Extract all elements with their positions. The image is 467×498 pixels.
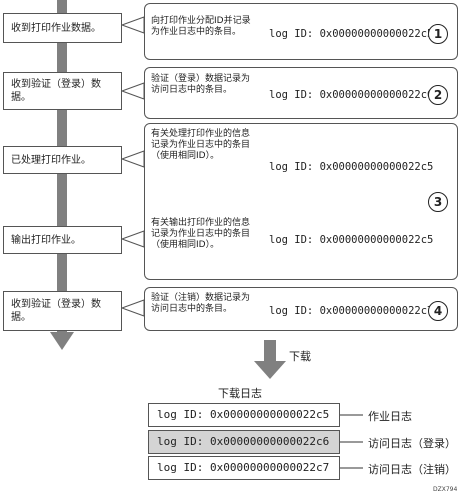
download-arrow-head <box>254 361 286 379</box>
callout-pointer-2 <box>120 82 145 100</box>
log-row-2-label: 访问日志（登录） <box>368 437 456 450</box>
callout-4: 验证（注销）数据记录为访问日志中的条目。 log ID: 0x000000000… <box>144 287 458 331</box>
callout-3a-log-id: log ID: 0x00000000000022c5 <box>269 161 434 173</box>
callout-pointer-4 <box>120 299 145 317</box>
figure-code: DZX794 <box>433 486 458 493</box>
callout-pointer-1 <box>120 16 145 34</box>
download-arrow-shaft <box>264 340 276 361</box>
step-box-4: 输出打印作业。 <box>3 226 122 254</box>
step-box-5: 收到验证（登录）数据。 <box>3 291 122 331</box>
callout-3a-text: 有关处理打印作业的信息记录为作业日志中的条目（使用相同ID）。 <box>151 129 251 161</box>
log-row-1: log ID: 0x00000000000022c5 <box>148 403 340 427</box>
callout-1-text: 向打印作业分配ID并记录为作业日志中的条目。 <box>151 16 251 37</box>
log-row-3: log ID: 0x00000000000022c7 <box>148 456 340 480</box>
step-text-2: 收到验证（登录）数据。 <box>11 79 101 103</box>
callout-3-number: 3 <box>428 192 448 212</box>
callout-4-number: 4 <box>428 301 448 321</box>
step-box-3: 已处理打印作业。 <box>3 146 122 174</box>
callout-1-number: 1 <box>428 24 448 44</box>
step-box-1: 收到打印作业数据。 <box>3 13 122 43</box>
step-text-5: 收到验证（登录）数据。 <box>11 299 101 323</box>
callout-4-log-id: log ID: 0x00000000000022c7 <box>269 305 434 317</box>
callout-2-log-id: log ID: 0x00000000000022c6 <box>269 89 434 101</box>
step-box-2: 收到验证（登录）数据。 <box>3 72 122 110</box>
callout-1: 向打印作业分配ID并记录为作业日志中的条目。 log ID: 0x0000000… <box>144 3 458 60</box>
callout-3b-text: 有关输出打印作业的信息记录为作业日志中的条目（使用相同ID）。 <box>151 218 251 250</box>
log-row-1-label: 作业日志 <box>368 410 412 423</box>
flow-arrowhead <box>50 332 74 350</box>
callout-pointer-3b <box>120 230 145 248</box>
callout-2-text: 验证（登录）数据记录为访问日志中的条目。 <box>151 74 251 95</box>
download-log-title: 下载日志 <box>218 387 262 400</box>
callout-2: 验证（登录）数据记录为访问日志中的条目。 log ID: 0x000000000… <box>144 67 458 119</box>
callout-pointer-3a <box>120 150 145 168</box>
step-text-3: 已处理打印作业。 <box>11 154 91 166</box>
step-text-1: 收到打印作业数据。 <box>11 22 101 34</box>
log-row-2: log ID: 0x00000000000022c6 <box>148 430 340 454</box>
callout-3: 有关处理打印作业的信息记录为作业日志中的条目（使用相同ID）。 log ID: … <box>144 123 458 280</box>
download-label: 下载 <box>289 350 311 363</box>
callout-4-text: 验证（注销）数据记录为访问日志中的条目。 <box>151 293 251 314</box>
callout-3b-log-id: log ID: 0x00000000000022c5 <box>269 234 434 246</box>
callout-2-number: 2 <box>428 85 448 105</box>
step-text-4: 输出打印作业。 <box>11 234 81 246</box>
log-row-3-label: 访问日志（注销） <box>368 463 456 476</box>
callout-1-log-id: log ID: 0x00000000000022c5 <box>269 28 434 40</box>
